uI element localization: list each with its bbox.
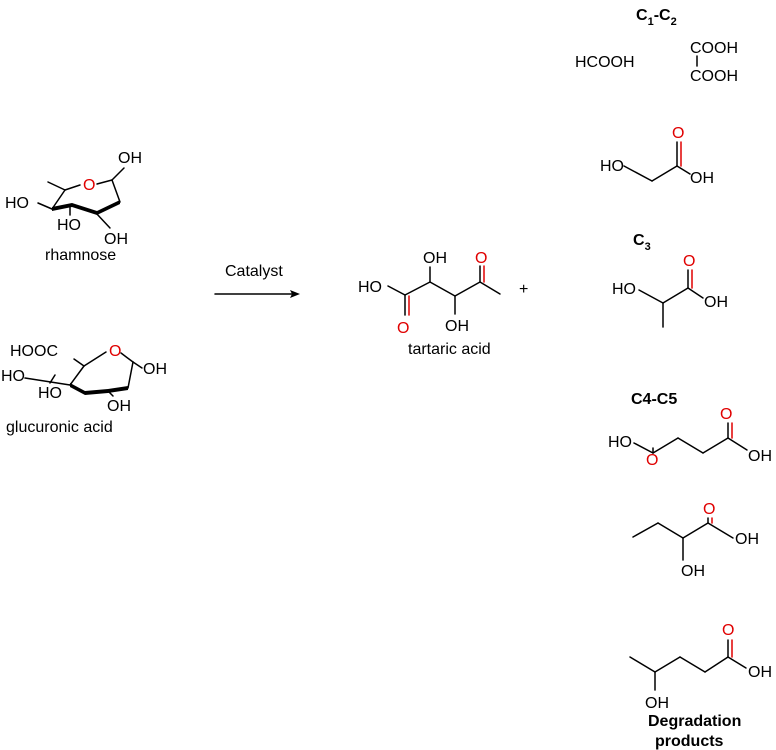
catalyst-label: Catalyst — [225, 263, 283, 280]
succinic-ho: HO — [608, 434, 632, 451]
succinic-oxygen-top: O — [720, 406, 732, 423]
glucuronic-oh-right: OH — [143, 361, 167, 378]
glycolic-acid: HO O OH — [600, 125, 714, 187]
lactic-ho: HO — [612, 281, 636, 298]
oxalic-acid-bottom: COOH — [690, 68, 738, 85]
product-ketone-oxygen: O — [475, 250, 487, 267]
hydroxypentanoic-oxygen: O — [722, 622, 734, 639]
rhamnose-structure: OH O HO HO OH rhamnose — [5, 150, 142, 264]
hydroxypentanoic-oh-right: OH — [748, 664, 772, 681]
hydroxybutyric-oh-right: OH — [735, 531, 759, 548]
glucuronic-ring-oxygen: O — [109, 343, 121, 360]
lactic-carbonyl-oxygen: O — [683, 253, 695, 270]
rhamnose-ring-oxygen: O — [83, 177, 95, 194]
oxalic-acid-top: COOH — [690, 40, 738, 57]
main-product-structure: HO OH O O OH tartaric acid + — [358, 250, 528, 358]
rhamnose-oh-top: OH — [118, 150, 142, 167]
glucuronic-acid-name: glucuronic acid — [6, 419, 113, 436]
succinic-oxygen-bottom: O — [646, 452, 658, 469]
glycolic-oh: OH — [690, 170, 714, 187]
glucuronic-oh-bottom: OH — [107, 398, 131, 415]
hydroxybutyric-oxygen: O — [703, 501, 715, 518]
hydroxypentanoic-acid: O OH OH — [629, 622, 772, 712]
hydroxybutyric-acid: O OH OH — [632, 501, 759, 580]
degradation-title-line1: Degradation — [648, 713, 741, 730]
product-carbonyl-oxygen: O — [397, 320, 409, 337]
reaction-arrow: Catalyst — [214, 263, 300, 298]
degradation-products: C1-C2 HCOOH COOH COOH HO O OH C3 HO O OH — [575, 7, 772, 750]
hydroxybutyric-oh-bottom: OH — [681, 563, 705, 580]
glucuronic-ho-mid: HO — [38, 385, 62, 402]
rhamnose-ho-mid: HO — [57, 217, 81, 234]
lactic-oh: OH — [704, 294, 728, 311]
plus-sign: + — [519, 281, 528, 298]
rhamnose-name: rhamnose — [45, 247, 116, 264]
hydroxypentanoic-oh-bottom: OH — [645, 695, 669, 712]
succinic-oh: OH — [748, 448, 772, 465]
glycolic-ho: HO — [600, 158, 624, 175]
degradation-title-line2: products — [655, 733, 724, 750]
product-oh-top: OH — [423, 250, 447, 267]
lactic-acid: HO O OH — [612, 253, 728, 328]
glucuronic-hooc: HOOC — [10, 343, 58, 360]
rhamnose-oh-bottom: OH — [104, 231, 128, 248]
product-oh-bottom: OH — [445, 318, 469, 335]
glycolic-carbonyl-oxygen: O — [672, 125, 684, 142]
header-c4-c5: C4-C5 — [631, 391, 677, 408]
tartaric-acid-name: tartaric acid — [408, 341, 491, 358]
rhamnose-ho-left: HO — [5, 195, 29, 212]
product-ho: HO — [358, 279, 382, 296]
formic-acid: HCOOH — [575, 54, 635, 71]
glucuronic-ho-left: HO — [1, 368, 25, 385]
header-c1-c2: C1-C2 — [636, 7, 677, 28]
glucuronic-acid-structure: HOOC O HO HO OH OH glucuronic acid — [1, 343, 167, 436]
header-c3: C3 — [633, 232, 651, 253]
succinic-acid: HO O O OH — [608, 406, 772, 469]
